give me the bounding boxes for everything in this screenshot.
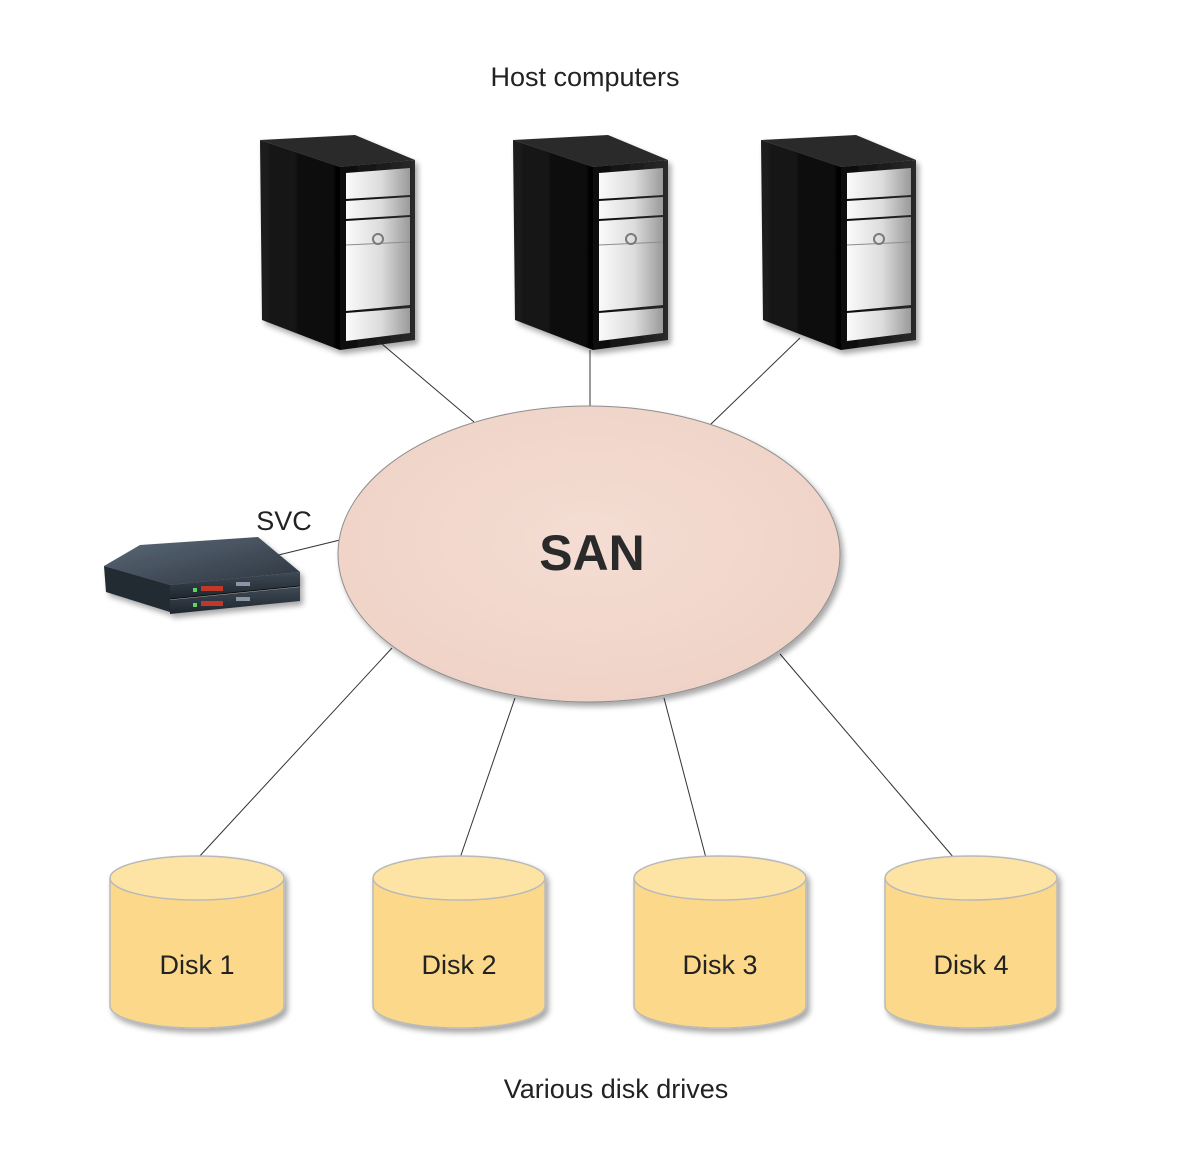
disk-top <box>884 855 1058 901</box>
disk-label: Disk 4 <box>933 950 1008 980</box>
disk-drives: Disk 1 Disk 2 Disk 3 Disk 4 <box>109 855 1058 1029</box>
link-san-disk1 <box>197 647 393 859</box>
hosts-title: Host computers <box>490 62 679 92</box>
disk-cylinder-icon <box>372 878 546 1029</box>
connections <box>197 337 955 859</box>
link-host3-san <box>709 337 801 426</box>
link-san-disk2 <box>459 697 516 859</box>
disk-3[interactable]: Disk 3 <box>633 855 807 1029</box>
rack-server-icon <box>104 537 301 614</box>
server-tower-icon <box>260 135 416 350</box>
host-computer-1[interactable] <box>260 135 416 350</box>
svc-device[interactable]: SVC <box>104 506 312 614</box>
disk-2[interactable]: Disk 2 <box>372 855 546 1029</box>
disk-label: Disk 2 <box>421 950 496 980</box>
disk-top <box>372 855 546 901</box>
disk-4[interactable]: Disk 4 <box>884 855 1058 1029</box>
disk-top <box>633 855 807 901</box>
disk-top <box>109 855 285 901</box>
disks-caption: Various disk drives <box>504 1074 729 1104</box>
server-tower-icon <box>513 135 669 350</box>
disk-1[interactable]: Disk 1 <box>109 855 285 1029</box>
san-label: SAN <box>539 525 645 581</box>
link-san-disk4 <box>779 653 955 859</box>
link-san-disk3 <box>663 697 707 859</box>
host-computer-2[interactable] <box>513 135 669 350</box>
san-network[interactable]: SAN <box>337 405 841 703</box>
server-tower-icon <box>761 135 917 350</box>
disk-cylinder-icon <box>884 878 1058 1029</box>
link-host1-san <box>381 343 475 423</box>
disk-cylinder-icon <box>633 878 807 1029</box>
disk-cylinder-icon <box>109 878 285 1029</box>
host-computer-3[interactable] <box>761 135 917 350</box>
disk-label: Disk 3 <box>682 950 757 980</box>
host-computers <box>260 135 917 350</box>
san-ellipse <box>337 405 841 703</box>
disk-label: Disk 1 <box>159 950 234 980</box>
svc-label: SVC <box>256 506 312 536</box>
